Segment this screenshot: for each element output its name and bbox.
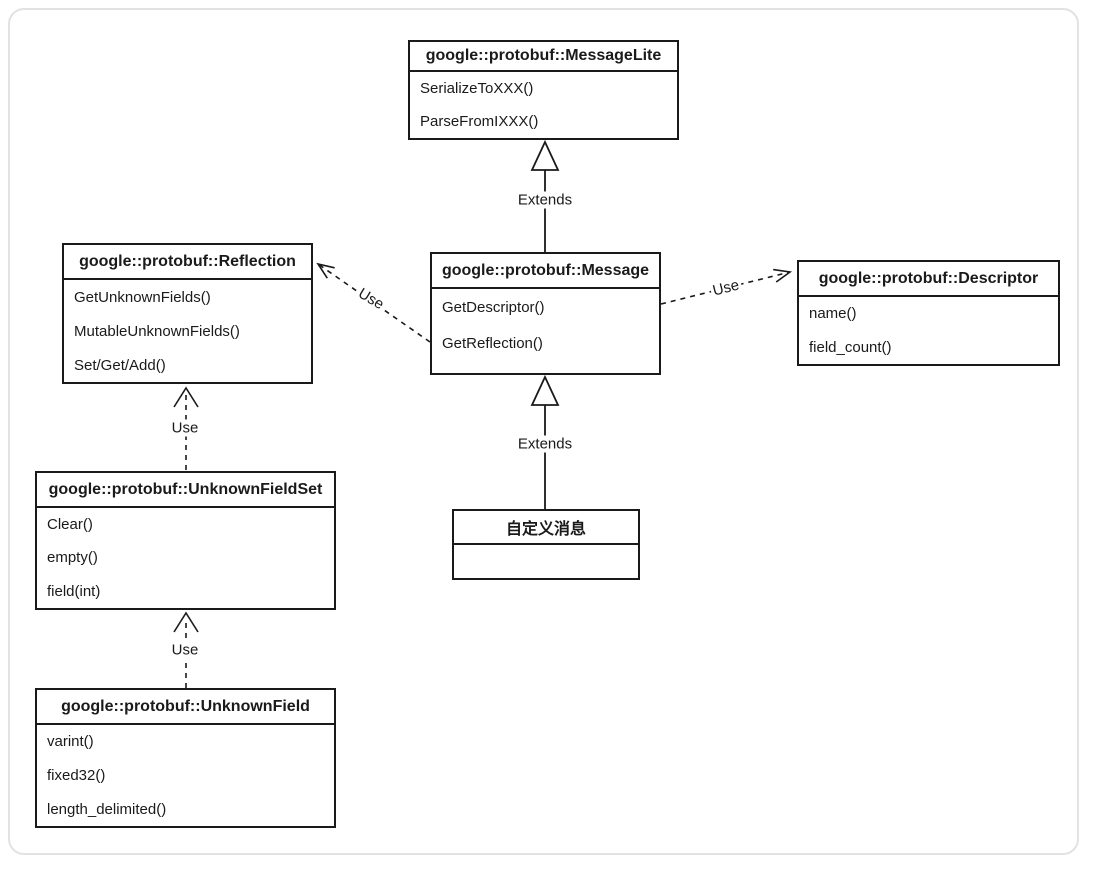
class-method: field_count() xyxy=(809,338,892,356)
diagram-frame-border xyxy=(8,8,1079,855)
class-title-unknownfieldset: google::protobuf::UnknownFieldSet xyxy=(37,473,334,508)
edge-label-extends: Extends xyxy=(515,435,575,453)
class-body: name() field_count() xyxy=(799,297,1058,364)
class-method: Clear() xyxy=(47,516,93,534)
edge-label-use: Use xyxy=(169,419,201,437)
class-method: length_delimited() xyxy=(47,800,167,818)
class-body: SerializeToXXX() ParseFromIXXX() xyxy=(410,72,677,138)
class-box-custom-message: 自定义消息 xyxy=(452,509,640,580)
class-box-message: google::protobuf::Message GetDescriptor(… xyxy=(430,252,661,375)
class-title-message: google::protobuf::Message xyxy=(432,254,659,289)
class-box-reflection: google::protobuf::Reflection GetUnknownF… xyxy=(62,243,313,384)
class-method: fixed32() xyxy=(47,767,106,784)
class-method: empty() xyxy=(47,549,98,567)
class-method: GetUnknownFields() xyxy=(74,288,211,306)
class-title-custom-message: 自定义消息 xyxy=(454,511,638,545)
class-body: GetUnknownFields() MutableUnknownFields(… xyxy=(64,280,311,382)
class-title-reflection: google::protobuf::Reflection xyxy=(64,245,311,280)
class-title-descriptor: google::protobuf::Descriptor xyxy=(799,262,1058,297)
class-box-unknownfield: google::protobuf::UnknownField varint() … xyxy=(35,688,336,828)
class-method: MutableUnknownFields() xyxy=(74,322,240,340)
class-box-descriptor: google::protobuf::Descriptor name() fiel… xyxy=(797,260,1060,366)
class-method: varint() xyxy=(47,733,94,751)
class-box-messagelite: google::protobuf::MessageLite SerializeT… xyxy=(408,40,679,140)
class-method: Set/Get/Add() xyxy=(74,356,166,374)
class-title-messagelite: google::protobuf::MessageLite xyxy=(410,42,677,72)
class-method: SerializeToXXX() xyxy=(420,80,534,97)
class-box-unknownfieldset: google::protobuf::UnknownFieldSet Clear(… xyxy=(35,471,336,610)
class-method: GetReflection() xyxy=(442,334,543,352)
class-method: name() xyxy=(809,305,857,323)
edge-label-extends: Extends xyxy=(515,191,575,209)
class-method: ParseFromIXXX() xyxy=(420,113,539,130)
class-method: field(int) xyxy=(47,582,101,600)
class-body-empty xyxy=(454,545,638,578)
class-method: GetDescriptor() xyxy=(442,298,545,316)
class-body: varint() fixed32() length_delimited() xyxy=(37,725,334,826)
class-title-unknownfield: google::protobuf::UnknownField xyxy=(37,690,334,725)
class-body: GetDescriptor() GetReflection() xyxy=(432,289,659,373)
edge-label-use: Use xyxy=(169,641,201,659)
class-body: Clear() empty() field(int) xyxy=(37,508,334,608)
